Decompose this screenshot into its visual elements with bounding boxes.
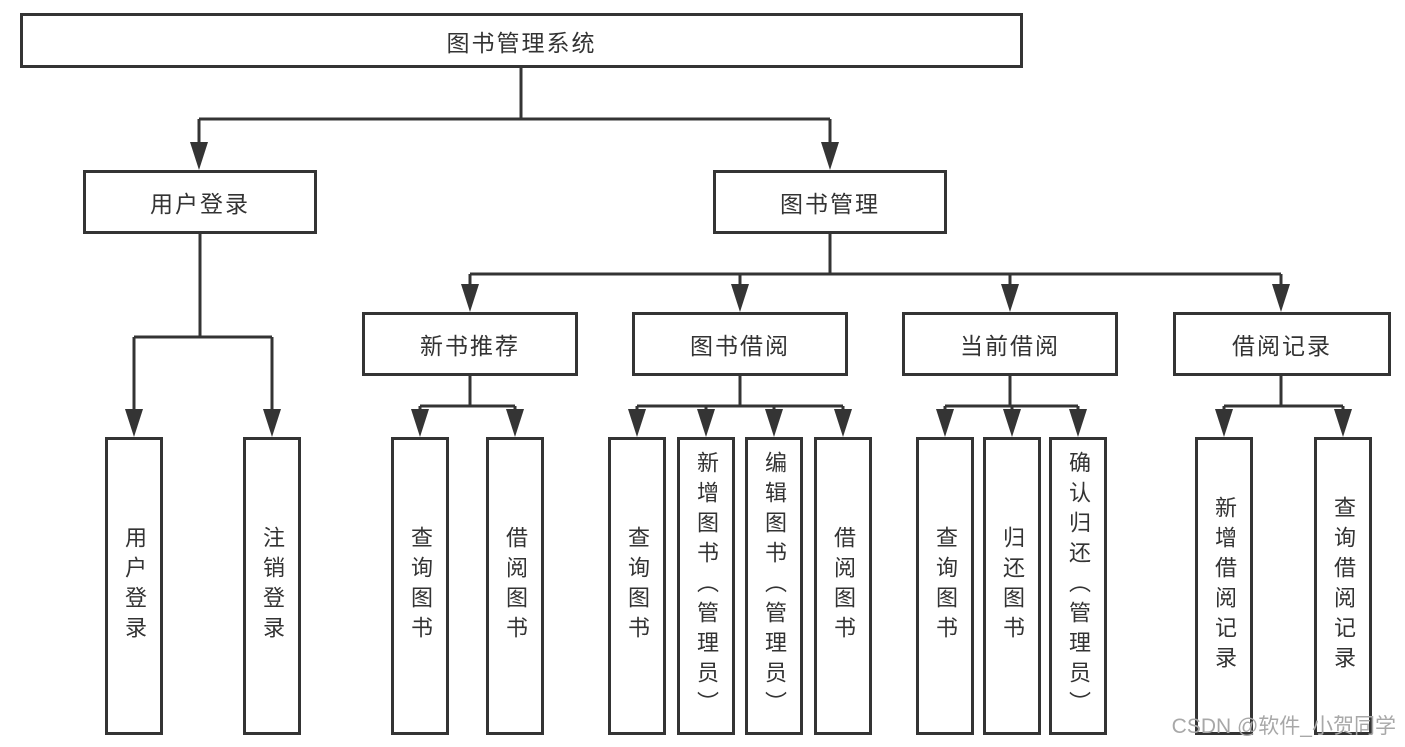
connector-currentborrow-to-leaves <box>936 376 1087 437</box>
leaf-label: 新增图书（管理员） <box>694 451 719 721</box>
leaf-query-borrow-record: 查询借阅记录 <box>1314 437 1372 735</box>
node-book-borrow: 图书借阅 <box>632 312 848 376</box>
leaf-borrow-books-borrow: 借阅图书 <box>814 437 872 735</box>
arrow-down-icon <box>1272 284 1290 312</box>
leaf-label: 查询图书 <box>408 526 433 646</box>
leaf-query-books-newbooks: 查询图书 <box>391 437 449 735</box>
leaf-return-books: 归还图书 <box>983 437 1041 735</box>
leaf-label: 确认归还（管理员） <box>1066 451 1091 721</box>
leaf-query-books-current: 查询图书 <box>916 437 974 735</box>
connector-bookmgmt-to-level2 <box>461 234 1290 312</box>
arrow-down-icon <box>1001 284 1019 312</box>
leaf-add-borrow-record: 新增借阅记录 <box>1195 437 1253 735</box>
leaf-label: 借阅图书 <box>831 526 856 646</box>
leaf-label: 新增借阅记录 <box>1212 496 1237 676</box>
leaf-logout: 注销登录 <box>243 437 301 735</box>
node-book-management: 图书管理 <box>713 170 947 234</box>
leaf-label: 查询图书 <box>933 526 958 646</box>
leaf-label: 查询图书 <box>625 526 650 646</box>
arrow-down-icon <box>821 142 839 170</box>
arrow-down-icon <box>506 409 524 437</box>
node-user-login: 用户登录 <box>83 170 317 234</box>
arrow-down-icon <box>1215 409 1233 437</box>
leaf-label: 查询借阅记录 <box>1331 496 1356 676</box>
arrow-down-icon <box>936 409 954 437</box>
connector-bookborrow-to-leaves <box>628 376 852 437</box>
arrow-down-icon <box>125 409 143 437</box>
arrow-down-icon <box>263 409 281 437</box>
connector-borrowrecords-to-leaves <box>1215 376 1352 437</box>
leaf-add-books-admin: 新增图书（管理员） <box>677 437 735 735</box>
leaf-label: 编辑图书（管理员） <box>762 451 787 721</box>
leaf-edit-books-admin: 编辑图书（管理员） <box>745 437 803 735</box>
arrow-down-icon <box>834 409 852 437</box>
leaf-query-books-borrow: 查询图书 <box>608 437 666 735</box>
arrow-down-icon <box>697 409 715 437</box>
arrow-down-icon <box>765 409 783 437</box>
connector-newbooks-to-leaves <box>411 376 524 437</box>
node-current-borrow: 当前借阅 <box>902 312 1118 376</box>
leaf-label: 用户登录 <box>122 526 147 646</box>
connector-root-to-level1 <box>190 68 839 170</box>
leaf-confirm-return-admin: 确认归还（管理员） <box>1049 437 1107 735</box>
leaf-label: 归还图书 <box>1000 526 1025 646</box>
arrow-down-icon <box>1334 409 1352 437</box>
arrow-down-icon <box>461 284 479 312</box>
arrow-down-icon <box>731 284 749 312</box>
node-new-book-recommend: 新书推荐 <box>362 312 578 376</box>
connector-userlogin-to-leaves <box>125 234 281 437</box>
arrow-down-icon <box>1003 409 1021 437</box>
leaf-user-login: 用户登录 <box>105 437 163 735</box>
arrow-down-icon <box>628 409 646 437</box>
csdn-watermark: CSDN @软件_小贺同学 <box>1171 715 1396 738</box>
leaf-label: 借阅图书 <box>503 526 528 646</box>
leaf-label: 注销登录 <box>260 526 285 646</box>
arrow-down-icon <box>411 409 429 437</box>
arrow-down-icon <box>1069 409 1087 437</box>
leaf-borrow-books-newbooks: 借阅图书 <box>486 437 544 735</box>
node-root-library-system: 图书管理系统 <box>20 13 1023 68</box>
arrow-down-icon <box>190 142 208 170</box>
node-borrow-records: 借阅记录 <box>1173 312 1391 376</box>
